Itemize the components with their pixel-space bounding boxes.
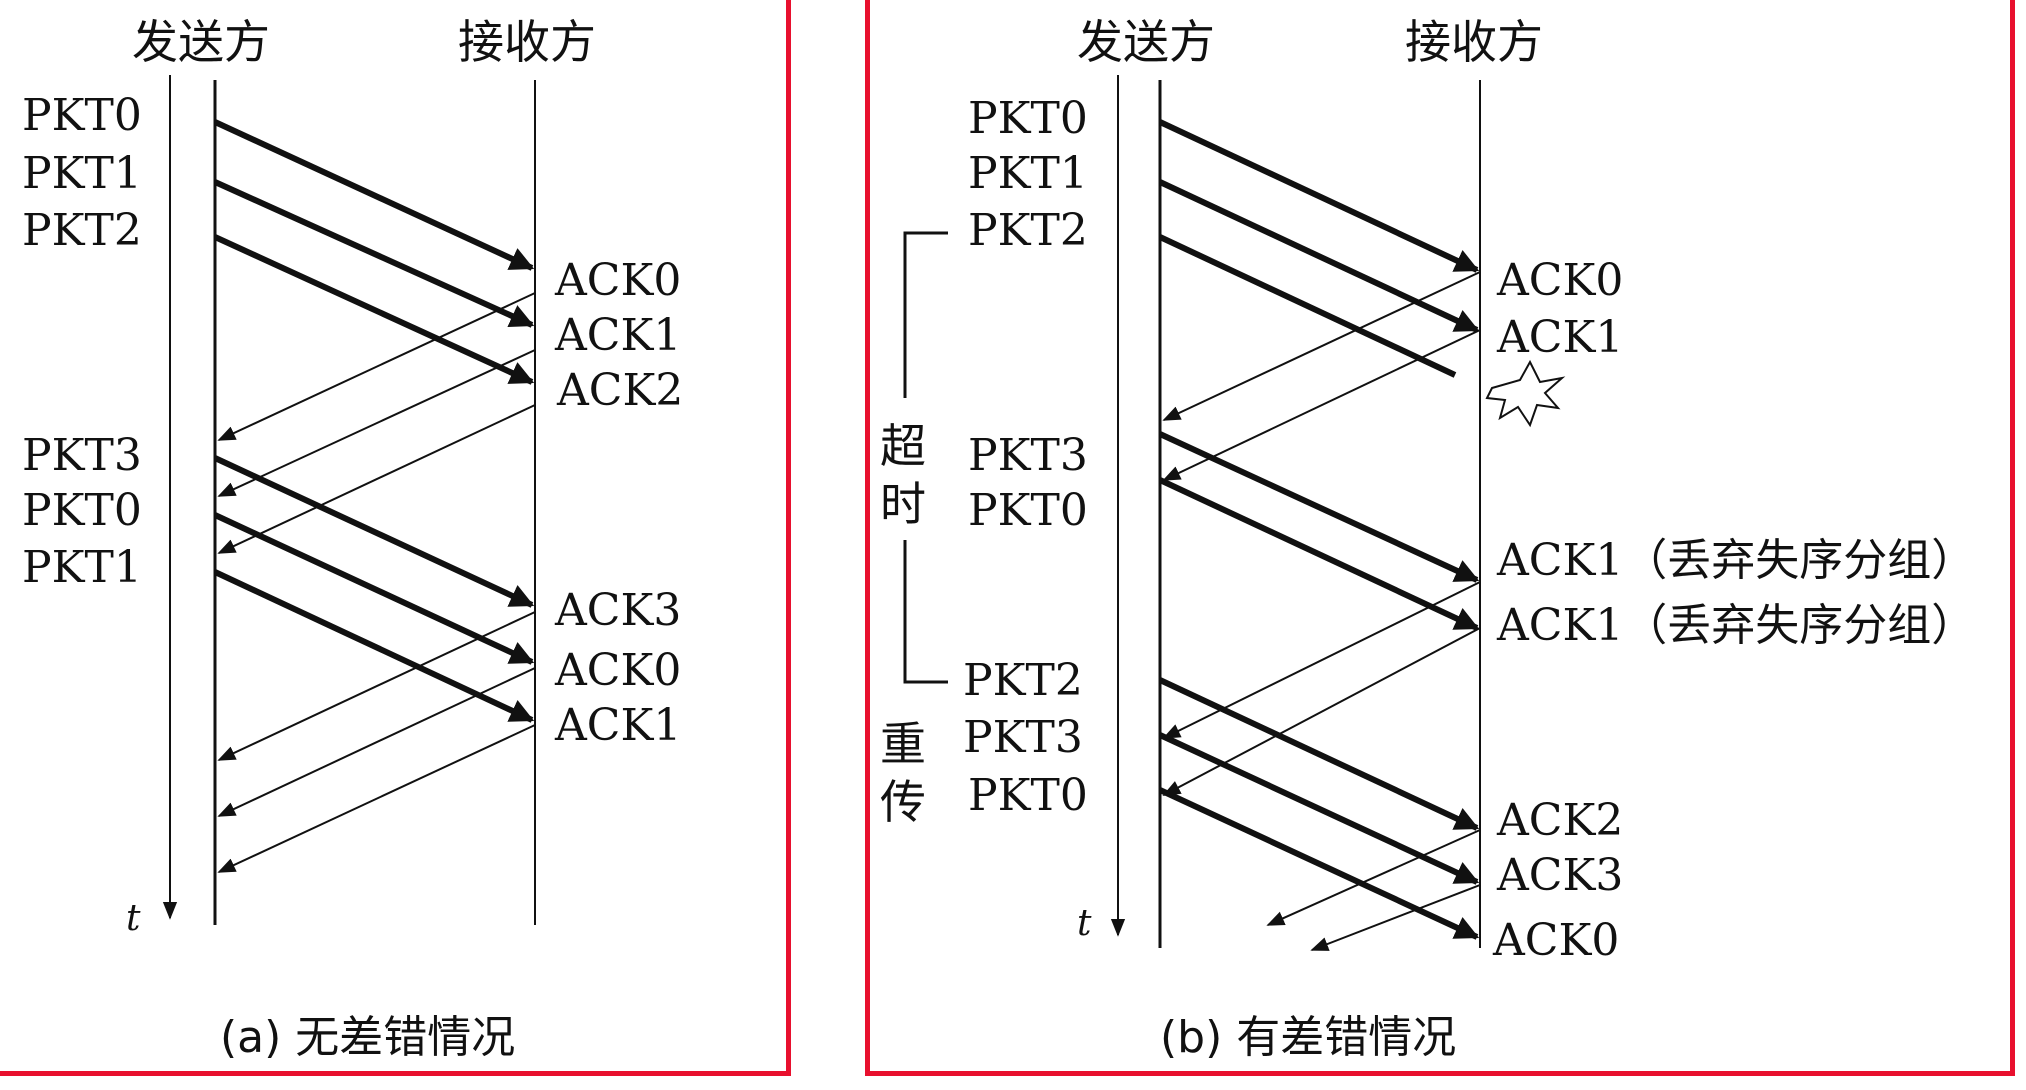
panel-b-ack-arrow [1162,329,1481,481]
panel-b-ack-label: ACK1（丢弃失序分组） [1496,535,1975,586]
panel-b-packet-label: PKT2 [963,655,1083,706]
panel-b-packet-label: PKT0 [968,770,1088,821]
timeout-bracket-top [903,231,948,398]
panel-b-ack-arrow [1162,627,1481,796]
panel-b-packet-label: PKT2 [968,205,1088,256]
panel-a-ack-label: ACK3 [554,585,681,636]
panel-b-packet-arrow [1158,787,1480,940]
panel-a-packet-label: PKT1 [22,148,142,199]
panel-a-ack-arrow [217,724,536,873]
panel-b-packet-arrow [1158,431,1480,583]
panel-a-packet-arrow [213,455,535,608]
panel-b-packet-label: PKT3 [968,430,1088,481]
timeout-label: 超 [880,419,926,473]
panel-b-sender-header: 发送方 [1077,15,1215,69]
panel-a-ack-arrow [217,667,536,817]
resend-label: 传 [880,775,926,829]
panel-b-packet-arrow [1158,732,1480,885]
panel-b-ack-arrow [1162,271,1481,421]
panel-b-ack-label: ACK1（丢弃失序分组） [1496,600,1975,651]
panel-b-caption: (b) 有差错情况 [1160,1012,1456,1063]
panel-a-packet-label: PKT0 [22,485,142,536]
panel-a-packet-arrow [213,569,535,723]
panel-b: 发送方 接收方 t 超 时 重 传 PKT0 PKT1 PKT2 PKT3 PK… [880,15,1975,1063]
panel-b-ack-arrow [1310,884,1481,951]
panel-b-packet-arrow [1158,119,1480,273]
panel-a-ack-arrow [217,611,536,761]
panel-b-ack-label: ACK0 [1492,915,1619,966]
panel-a-ack-label: ACK1 [554,700,681,751]
panel-b-receiver-header: 接收方 [1405,15,1543,69]
panel-a-caption: (a) 无差错情况 [220,1012,515,1063]
panel-a-frame [0,0,791,1076]
panel-a-time-label: t [126,898,141,939]
timeout-label: 时 [880,477,926,531]
panel-a-ack-label: ACK0 [554,645,681,696]
panel-a-packet-label: PKT0 [22,90,142,141]
panel-b-packet-arrow [1158,677,1480,831]
panel-b-frame [865,0,2015,1076]
panel-b-ack-label: ACK1 [1496,312,1623,363]
panel-a-packet-arrow [213,234,535,385]
panel-a-packet-label: PKT2 [22,205,142,256]
panel-a-ack-label: ACK2 [556,365,683,416]
panel-b-ack-arrow [1162,581,1481,739]
panel-a-packet-label: PKT3 [22,430,142,481]
panel-a: 发送方 接收方 t PKT0 PKT1 PKT2 PKT3 PKT0 PKT1 … [22,15,683,1063]
panel-b-ack-arrow [1266,829,1481,926]
panel-a-packet-label: PKT1 [22,542,142,593]
panel-a-packet-arrow [213,119,535,271]
panel-b-packet-label: PKT1 [968,148,1088,199]
panel-b-ack-label: ACK0 [1496,255,1623,306]
panel-b-packet-label: PKT0 [968,485,1088,536]
panel-a-ack-arrow [217,404,536,554]
panel-a-ack-arrow [217,292,536,441]
panel-b-packet-arrow [1158,477,1480,631]
panel-a-ack-arrow [217,349,536,497]
resend-label: 重 [880,717,926,771]
packet-loss-burst-icon [1485,359,1566,428]
panel-b-packet-label: PKT0 [968,93,1088,144]
panel-a-ack-label: ACK0 [554,255,681,306]
panel-b-lost-packet-arrow [1158,234,1457,378]
panel-a-receiver-header: 接收方 [458,15,596,69]
panel-b-packet-arrow [1158,179,1480,333]
panel-a-sender-header: 发送方 [132,15,270,69]
panel-b-packet-label: PKT3 [963,712,1083,763]
panel-b-time-label: t [1077,903,1092,944]
panel-a-ack-label: ACK1 [554,310,681,361]
panel-a-packet-arrow [213,512,535,665]
panel-b-ack-label: ACK2 [1496,795,1623,846]
panel-a-packet-arrow [213,179,535,328]
timeout-bracket-bottom [903,540,948,684]
panel-b-ack-label: ACK3 [1496,850,1623,901]
